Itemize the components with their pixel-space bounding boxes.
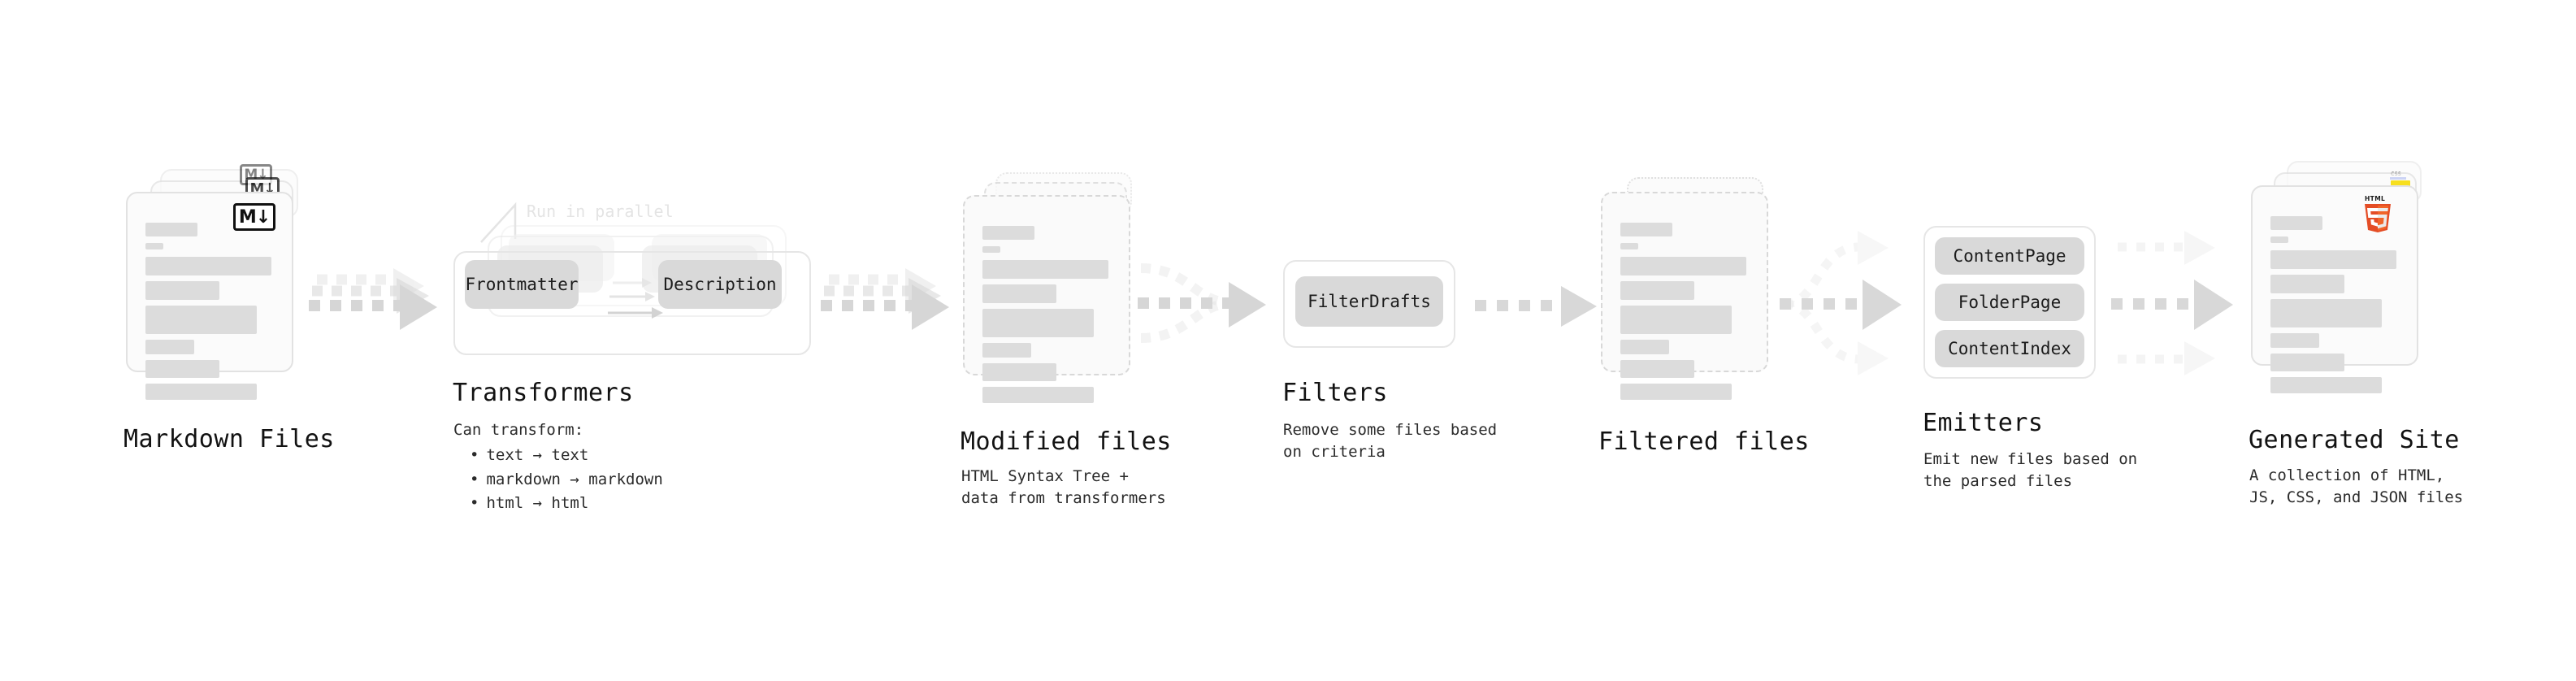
transformer-internal-arrows xyxy=(608,278,663,319)
arrow-filtered-to-emitters xyxy=(1780,231,1902,375)
stage-title-transformers: Transformers xyxy=(453,379,634,407)
markdown-card-front: M↓ xyxy=(126,192,293,400)
placeholder-bar xyxy=(1620,360,1694,378)
placeholder-bar xyxy=(1620,223,1672,236)
stage-title-filters: Filters xyxy=(1282,379,1388,407)
stage-title-emitters: Emitters xyxy=(1923,409,2044,437)
placeholder-bar xyxy=(2270,333,2319,348)
emitter-chip-contentpage[interactable]: ContentPage xyxy=(1935,237,2084,275)
run-in-parallel-bracket xyxy=(480,202,517,243)
stage-title-modified-files: Modified files xyxy=(961,427,1172,456)
stage-subtitle-filters: Remove some files based on criteria xyxy=(1283,421,1498,461)
stage-subtitle-generated-site: A collection of HTML, JS, CSS, and JSON … xyxy=(2249,466,2464,506)
placeholder-bar xyxy=(982,343,1031,358)
placeholder-bar xyxy=(145,223,197,236)
placeholder-bar xyxy=(145,243,163,249)
placeholder-bar xyxy=(982,309,1094,337)
placeholder-bar xyxy=(145,257,271,275)
placeholder-bar xyxy=(1620,257,1746,275)
placeholder-bar xyxy=(982,226,1034,240)
stage-title-filtered-files: Filtered files xyxy=(1598,427,1810,456)
transformer-chip-description-label: Description xyxy=(663,275,777,294)
stage-subtitle-modified-files: HTML Syntax Tree + data from transformer… xyxy=(961,467,1166,507)
placeholder-bar xyxy=(1620,243,1638,249)
emitter-chip-folderpage[interactable]: FolderPage xyxy=(1935,284,2084,321)
placeholder-bar xyxy=(2270,216,2322,230)
placeholder-bar xyxy=(982,363,1056,381)
emitters-group-box xyxy=(1923,226,2096,379)
placeholder-bar xyxy=(2270,250,2396,269)
placeholder-bar xyxy=(1620,340,1669,354)
arrow-transformers-to-modified xyxy=(821,268,949,330)
emitter-chip-contentindex[interactable]: ContentIndex xyxy=(1935,330,2084,367)
transformer-chip-description[interactable]: Description xyxy=(658,260,782,309)
placeholder-bar xyxy=(982,387,1094,403)
transformers-list-item: html → html xyxy=(470,492,663,515)
stage-title-markdown-files: Markdown Files xyxy=(124,425,335,453)
placeholder-bar xyxy=(145,306,257,334)
placeholder-bar xyxy=(2270,275,2344,293)
placeholder-bar xyxy=(982,284,1056,303)
placeholder-bar xyxy=(982,260,1108,279)
filter-chip-filterdrafts[interactable]: FilterDrafts xyxy=(1295,276,1443,327)
arrow-filters-to-filtered xyxy=(1475,286,1597,327)
placeholder-bar xyxy=(145,281,219,300)
placeholder-bar xyxy=(1620,306,1732,334)
placeholder-bar xyxy=(2270,299,2382,327)
transformer-chip-frontmatter-label: Frontmatter xyxy=(465,275,579,294)
transformers-group-box xyxy=(453,251,811,355)
placeholder-bar xyxy=(982,246,1000,253)
arrow-modified-to-filters xyxy=(1138,263,1266,343)
modified-card-front xyxy=(963,195,1130,403)
arrow-emitters-to-site xyxy=(2111,231,2233,375)
filtered-card-front xyxy=(1601,192,1768,400)
placeholder-bar xyxy=(2270,354,2344,371)
emitter-chip-contentindex-label: ContentIndex xyxy=(1948,339,2071,358)
run-in-parallel-label: Run in parallel xyxy=(527,202,674,221)
stage-title-generated-site: Generated Site xyxy=(2249,426,2460,454)
placeholder-bar xyxy=(1620,281,1694,300)
placeholder-bar xyxy=(145,360,219,378)
transformers-capability-list: Can transform: text → text markdown → ma… xyxy=(453,419,663,516)
arrow-markdown-to-transformers xyxy=(309,268,437,330)
transformers-list-heading: Can transform: xyxy=(453,421,584,439)
svg-text:HTML: HTML xyxy=(2365,195,2385,202)
transformer-chip-frontmatter[interactable]: Frontmatter xyxy=(465,260,579,309)
placeholder-bar xyxy=(2270,236,2288,243)
filter-chip-filterdrafts-label: FilterDrafts xyxy=(1308,292,1431,311)
markdown-icon: M↓ xyxy=(233,203,275,231)
emitter-chip-folderpage-label: FolderPage xyxy=(1958,293,2062,312)
filters-group-box xyxy=(1283,260,1455,348)
transformers-list-item: text → text xyxy=(470,444,663,467)
placeholder-bar xyxy=(1620,384,1732,400)
transformers-list-item: markdown → markdown xyxy=(470,468,662,492)
placeholder-bar xyxy=(2270,377,2382,393)
html5-icon: HTML xyxy=(2365,195,2391,232)
placeholder-bar xyxy=(145,384,257,400)
generated-card-front: HTML xyxy=(2251,185,2418,393)
emitter-chip-contentpage-label: ContentPage xyxy=(1953,246,2066,266)
placeholder-bar xyxy=(145,340,194,354)
stage-subtitle-emitters: Emit new files based on the parsed files xyxy=(1923,450,2138,490)
